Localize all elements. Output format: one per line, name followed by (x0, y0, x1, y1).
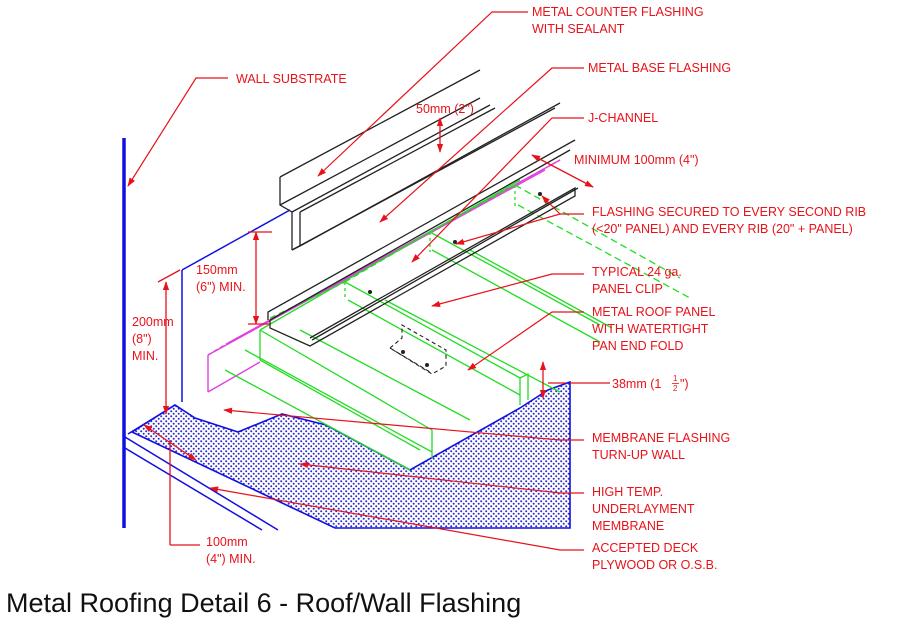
label-high-temp-membrane: HIGH TEMP. UNDERLAYMENT MEMBRANE (592, 485, 695, 533)
j-channel-and-base-flashing (267, 139, 579, 347)
dimension-lines (143, 117, 610, 546)
label-wall-substrate-line: WALL SUBSTRATE (236, 72, 347, 86)
membrane-flashing-turnup (207, 159, 561, 393)
dim-150mm-line: 150mm (196, 263, 238, 277)
label-high-temp-membrane-line: UNDERLAYMENT (592, 502, 695, 516)
label-panel-clip-line: TYPICAL 24 ga. (592, 265, 682, 279)
label-metal-base-flashing: METAL BASE FLASHING (588, 61, 731, 75)
leader-lines (127, 11, 584, 551)
dim-200mm-line: (8") (132, 332, 152, 346)
dim-100mm-bottom: 100mm (4") MIN. (206, 535, 256, 566)
dim-150mm: 150mm (6") MIN. (196, 263, 246, 294)
label-metal-counter-flashing: METAL COUNTER FLASHING WITH SEALANT (532, 5, 704, 36)
figure-caption: Metal Roofing Detail 6 - Roof/Wall Flash… (6, 588, 522, 618)
label-metal-base-flashing-line: METAL BASE FLASHING (588, 61, 731, 75)
panel-clip (389, 324, 447, 375)
svg-text:1: 1 (673, 374, 678, 383)
label-accepted-deck-line: ACCEPTED DECK (592, 541, 699, 555)
dim-50mm: 50mm (2") (416, 102, 474, 116)
wall-substrate (122, 138, 291, 528)
dim-150mm-line: (6") MIN. (196, 280, 246, 294)
dim-200mm: 200mm (8") MIN. (132, 315, 174, 363)
label-membrane-flashing-line: TURN-UP WALL (592, 448, 685, 462)
dim-100mm-bottom-line: 100mm (206, 535, 248, 549)
label-accepted-deck-line: PLYWOOD OR O.S.B. (592, 558, 717, 572)
label-metal-roof-panel-line: METAL ROOF PANEL (592, 305, 715, 319)
label-metal-roof-panel-line: WITH WATERTIGHT (592, 322, 709, 336)
label-panel-clip-line: PANEL CLIP (592, 282, 663, 296)
label-metal-counter-flashing-line: WITH SEALANT (532, 22, 625, 36)
label-membrane-flashing: MEMBRANE FLASHING TURN-UP WALL (592, 431, 730, 462)
label-j-channel-line: J-CHANNEL (588, 111, 658, 125)
label-high-temp-membrane-line: HIGH TEMP. (592, 485, 663, 499)
label-wall-substrate: WALL SUBSTRATE (236, 72, 347, 86)
dim-38mm: 38mm (1 1 2 ") (612, 374, 689, 393)
dim-100mm-bottom-line: (4") MIN. (206, 552, 256, 566)
label-flashing-secured: FLASHING SECURED TO EVERY SECOND RIB (<20… (592, 205, 866, 236)
label-membrane-flashing-line: MEMBRANE FLASHING (592, 431, 730, 445)
dim-50mm-line: 50mm (2") (416, 102, 474, 116)
label-flashing-secured-line: (<20" PANEL) AND EVERY RIB (20" + PANEL) (592, 222, 853, 236)
metal-roof-panel (224, 179, 691, 471)
label-flashing-secured-line: FLASHING SECURED TO EVERY SECOND RIB (592, 205, 866, 219)
label-metal-roof-panel: METAL ROOF PANEL WITH WATERTIGHT PAN END F… (592, 305, 715, 353)
label-j-channel: J-CHANNEL (588, 111, 658, 125)
label-minimum-100mm-line: MINIMUM 100mm (4") (574, 153, 699, 167)
svg-text:2: 2 (673, 384, 678, 393)
label-panel-clip: TYPICAL 24 ga. PANEL CLIP (592, 265, 682, 296)
svg-text:"): ") (680, 377, 689, 391)
dim-200mm-line: MIN. (132, 349, 158, 363)
underlayment-membrane (130, 380, 571, 529)
label-metal-roof-panel-line: PAN END FOLD (592, 339, 683, 353)
label-metal-counter-flashing-line: METAL COUNTER FLASHING (532, 5, 704, 19)
label-high-temp-membrane-line: MEMBRANE (592, 519, 664, 533)
label-minimum-100mm: MINIMUM 100mm (4") (574, 153, 699, 167)
label-accepted-deck: ACCEPTED DECK PLYWOOD OR O.S.B. (592, 541, 717, 572)
dim-200mm-line: 200mm (132, 315, 174, 329)
counter-flashing (279, 69, 561, 251)
svg-text:38mm (1: 38mm (1 (612, 377, 661, 391)
